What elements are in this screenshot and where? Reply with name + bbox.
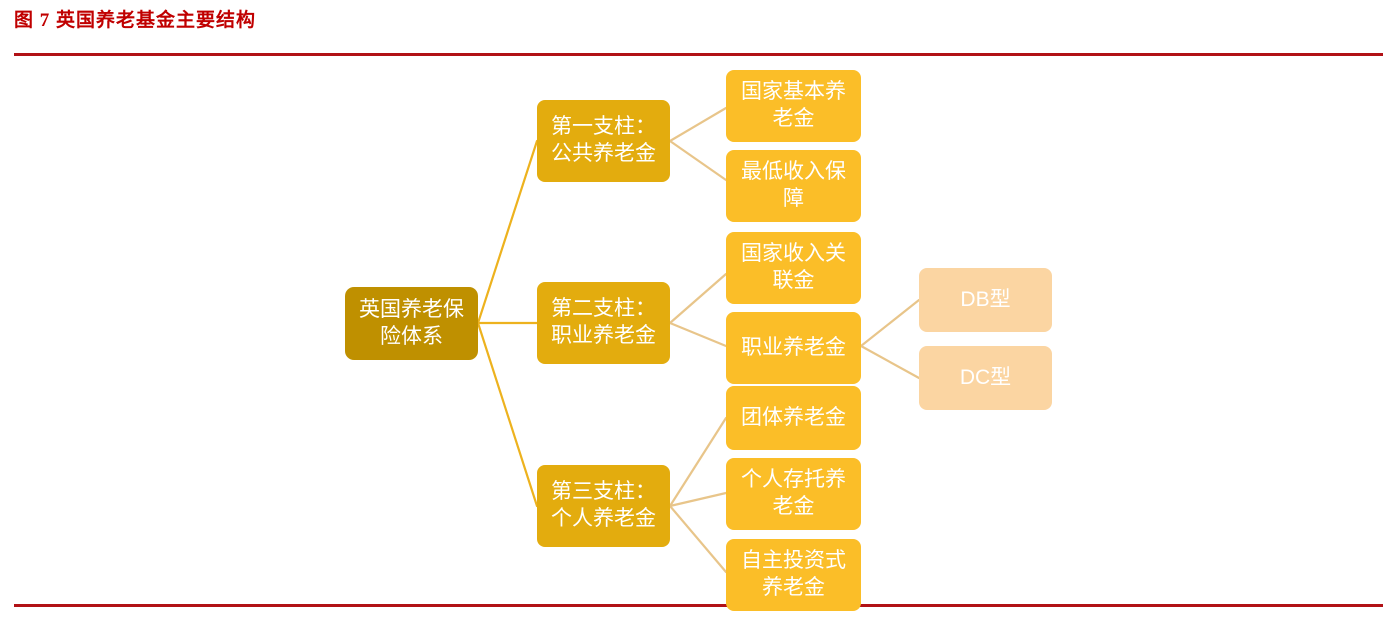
figure-title: 图 7 英国养老基金主要结构 [14, 10, 257, 31]
node-occupational-pension[interactable]: 职业养老金 [726, 312, 861, 384]
connector-pillar2-to-leaf-2 [668, 321, 728, 348]
node-self-invested-pension[interactable]: 自主投资式 养老金 [726, 539, 861, 611]
title-divider-bottom [14, 604, 1383, 607]
node-pillar-1-public-pension[interactable]: 第一支柱： 公共养老金 [537, 100, 670, 182]
connector-occupational-to-dc [859, 344, 921, 380]
node-state-earnings-related-pension[interactable]: 国家收入关 联金 [726, 232, 861, 304]
connector-pillar2-to-leaf-1 [668, 272, 728, 325]
pillar-1-connectors [668, 106, 728, 182]
node-dc-type[interactable]: DC型 [919, 346, 1052, 410]
connector-pillar3-to-leaf-1 [668, 416, 728, 508]
node-personal-deposit-pension[interactable]: 个人存托养 老金 [726, 458, 861, 530]
pension-structure-diagram: 英国养老保 险体系 第一支柱： 公共养老金 国家基本养 老金 最低收入保 障 第… [0, 56, 1397, 611]
connector-root-to-pillar-1 [476, 139, 539, 325]
node-group-pension[interactable]: 团体养老金 [726, 386, 861, 450]
node-pillar-3-personal-pension[interactable]: 第三支柱： 个人养老金 [537, 465, 670, 547]
pillar-3-connectors [668, 416, 728, 574]
connector-pillar3-to-leaf-2 [668, 491, 728, 508]
occupational-pension-connectors [859, 298, 921, 380]
connector-root-to-pillar-3 [476, 321, 539, 508]
root-connectors [476, 139, 539, 508]
connector-pillar3-to-leaf-3 [668, 504, 728, 574]
node-root-uk-pension-system[interactable]: 英国养老保 险体系 [345, 287, 478, 360]
node-db-type[interactable]: DB型 [919, 268, 1052, 332]
node-pillar-2-occupational-pension[interactable]: 第二支柱： 职业养老金 [537, 282, 670, 364]
node-minimum-income-guarantee[interactable]: 最低收入保 障 [726, 150, 861, 222]
connector-pillar1-to-leaf-2 [668, 139, 728, 182]
connector-pillar1-to-leaf-1 [668, 106, 728, 143]
connector-occupational-to-db [859, 298, 921, 348]
pillar-2-connectors [668, 272, 728, 348]
connector-layer [476, 106, 921, 574]
title-divider-top [14, 53, 1383, 56]
node-state-basic-pension[interactable]: 国家基本养 老金 [726, 70, 861, 142]
